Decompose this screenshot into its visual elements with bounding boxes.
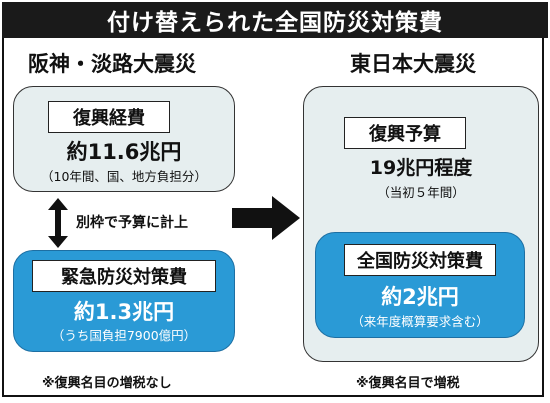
reconstruction-budget-label: 復興予算 [344,117,466,149]
right-heading: 東日本大震災 [350,52,476,76]
graphic-title: 付け替えられた全国防災対策費 [2,2,548,38]
left-heading: 阪神・淡路大震災 [28,52,196,76]
up-down-arrow-icon [48,198,68,248]
right-arrow-icon [232,196,300,240]
emergency-disaster-label: 緊急防災対策費 [32,260,216,292]
emergency-disaster-amount: 約1.3兆円 [73,300,175,324]
reconstruction-budget-amount: 19兆円程度 [369,157,473,179]
emergency-disaster-note: （うち国負担7900億円） [51,328,197,343]
reconstruction-cost-note: （10年間、国、地方負担分） [41,169,207,184]
national-disaster-label: 全国防災対策費 [344,244,496,276]
national-disaster-note: （来年度概算要求含む） [351,314,489,329]
national-disaster-amount: 約2兆円 [381,285,459,309]
separate-budget-note: 別枠で予算に計上 [76,215,188,231]
left-footnote: ※復興名目の増税なし [42,376,172,391]
reconstruction-cost-amount: 約11.6兆円 [66,140,182,164]
right-footnote: ※復興名目で増税 [356,376,460,391]
reconstruction-budget-note: （当初５年間） [377,185,465,200]
reconstruction-cost-label: 復興経費 [48,101,170,133]
